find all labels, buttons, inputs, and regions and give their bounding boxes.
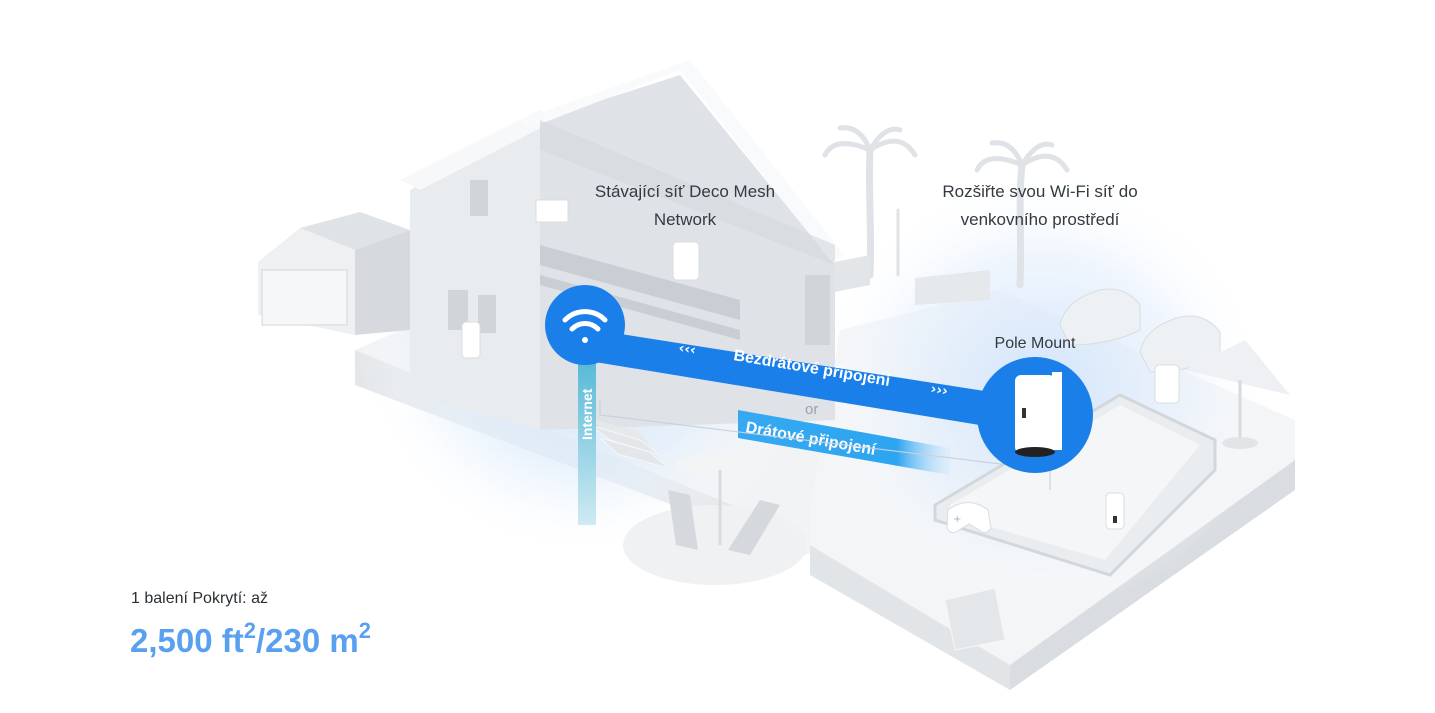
pole-mount-label: Pole Mount: [994, 335, 1076, 352]
coverage-separator: /: [255, 622, 266, 659]
umbrella: [1185, 340, 1290, 449]
palm-trees: [822, 125, 1070, 289]
pole-mount-node: [977, 357, 1093, 473]
coverage-caption: 1 balení Pokrytí: až: [131, 590, 268, 607]
house: [400, 60, 845, 460]
or-label: or: [805, 401, 818, 418]
internet-line: [578, 360, 596, 525]
wired-connection-band: [738, 410, 950, 475]
coverage-ft-exponent: 2: [243, 618, 256, 643]
wired-cable-outline: [599, 400, 1051, 490]
patio: [623, 453, 807, 585]
phone-icon: [1105, 492, 1125, 530]
coverage-m-value: 230 m: [265, 622, 359, 659]
stairs: [589, 424, 1006, 651]
gamepad-icon: +: [946, 502, 992, 534]
benches: [835, 255, 990, 305]
wifi-node: [545, 285, 625, 365]
coverage-value: 2,500 ft2/230 m2: [130, 620, 371, 660]
extend-outdoor-label: Rozšiřte svou Wi-Fi síť do venkovního pr…: [942, 182, 1138, 229]
cars: [1059, 288, 1221, 373]
pool: [933, 393, 1217, 577]
internet-label: Internet: [579, 388, 595, 440]
wireless-connection-band: [595, 330, 1010, 430]
pole-mount-device-icon: [1015, 372, 1062, 457]
coverage-m-exponent: 2: [358, 618, 371, 643]
garage: [258, 212, 410, 335]
arrows-left-icon: ‹‹‹: [677, 340, 697, 359]
svg-text:+: +: [953, 514, 961, 525]
wall-device-icons: [461, 199, 1180, 404]
arrows-right-icon: ›››: [929, 381, 949, 400]
coverage-ft-value: 2,500 ft: [130, 622, 244, 659]
existing-network-label: Stávající síť Deco Mesh Network: [594, 182, 776, 229]
wifi-icon: [562, 309, 608, 343]
